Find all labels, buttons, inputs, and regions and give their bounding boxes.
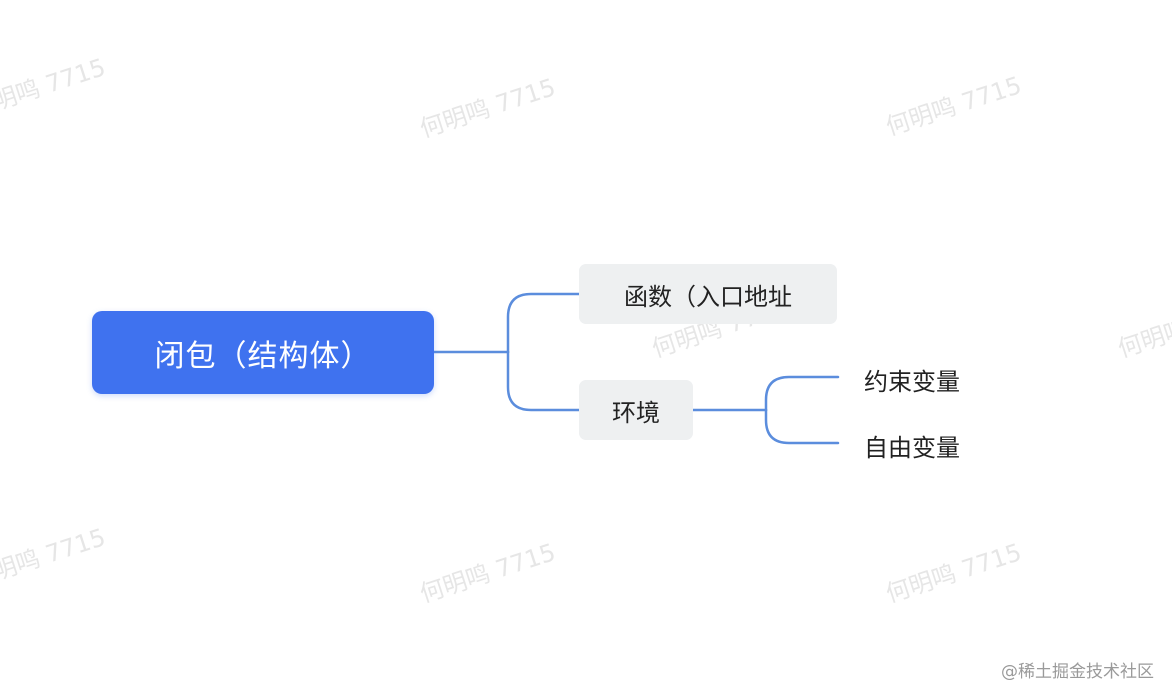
leaf-node-free-variable[interactable]: 自由变量 bbox=[864, 434, 960, 462]
site-watermark: @稀土掘金技术社区 bbox=[1001, 662, 1154, 682]
branch-node-function[interactable]: 函数（入口地址 bbox=[579, 264, 837, 324]
root-node-label: 闭包（结构体） bbox=[154, 338, 372, 374]
branch-connector-env bbox=[506, 350, 581, 412]
leaf-node-bound-variable[interactable]: 约束变量 bbox=[864, 368, 960, 396]
leaf-connector-bound bbox=[764, 375, 840, 412]
branch-connector-function bbox=[506, 292, 581, 354]
leaf-connector-free bbox=[764, 408, 840, 445]
branch-node-label: 环境 bbox=[612, 398, 660, 427]
branch-node-environment[interactable]: 环境 bbox=[579, 380, 693, 440]
root-node[interactable]: 闭包（结构体） bbox=[92, 311, 434, 394]
branch-node-label: 函数（入口地址 bbox=[624, 282, 792, 311]
